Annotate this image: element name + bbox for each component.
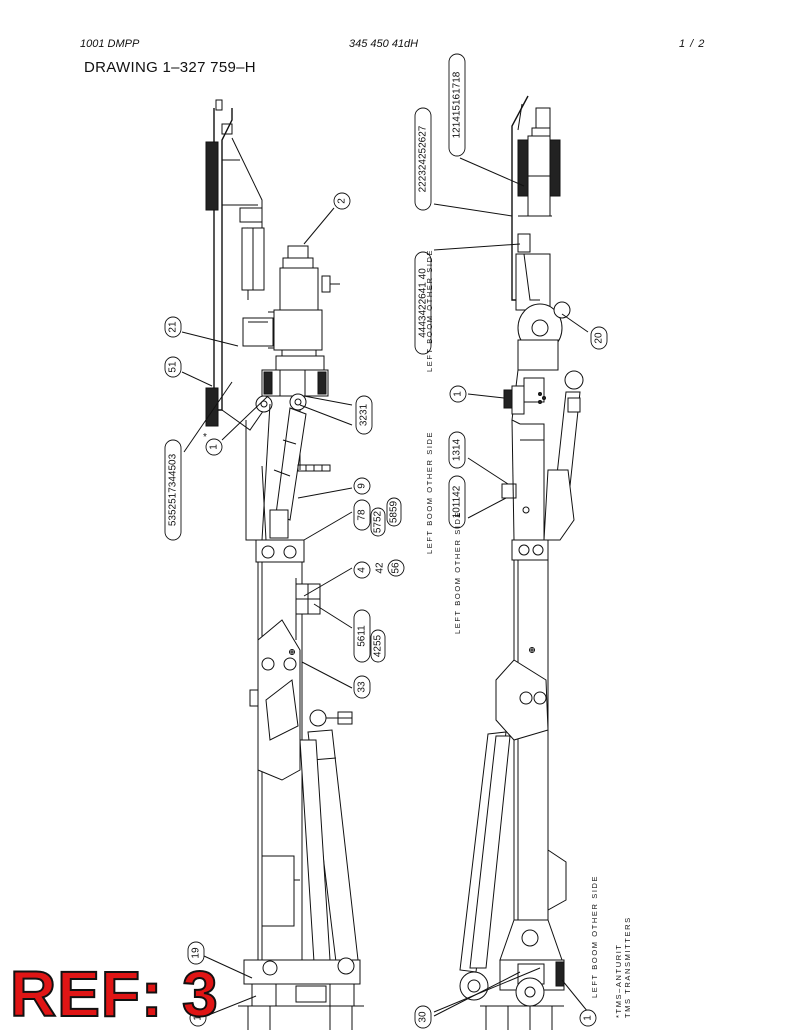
svg-text:51: 51	[168, 361, 179, 373]
svg-text:9: 9	[357, 483, 368, 489]
svg-text:1: 1	[453, 391, 464, 397]
callout-51: 51	[164, 356, 182, 378]
svg-text:5752: 5752	[373, 510, 384, 533]
note-tms-transmitters: TMS TRANSMITTERS	[623, 916, 632, 1018]
note-left-boom-c: LEFT BOOM OTHER SIDE	[453, 511, 462, 634]
svg-text:1: 1	[583, 1015, 594, 1021]
header-doc-code: 1001 DMPP	[80, 38, 140, 50]
star-mark-b: *	[184, 1002, 188, 1013]
svg-text:5859: 5859	[389, 500, 400, 523]
callout-4255: 4255	[370, 629, 386, 663]
svg-text:222324252627: 222324252627	[418, 125, 429, 192]
svg-text:5611: 5611	[357, 625, 368, 647]
left-boom-view	[181, 99, 364, 1030]
callout-42a: 42	[375, 562, 386, 574]
callout-10-11-42: 101142	[448, 475, 466, 529]
callout-1b: 1	[189, 1009, 207, 1027]
callout-1-right: 1	[449, 385, 467, 403]
svg-text:42: 42	[375, 562, 386, 574]
callout-21: 21	[164, 316, 182, 338]
svg-text:3231: 3231	[359, 403, 370, 426]
svg-text:2: 2	[337, 198, 348, 204]
note-left-boom-a: LEFT BOOM OTHER SIDE	[425, 249, 434, 372]
callout-58-59: 5859	[386, 497, 402, 527]
header-page-number: 1 / 2	[679, 38, 706, 50]
callout-56: 56	[387, 559, 405, 577]
callout-22-27: 222324252627	[414, 107, 432, 211]
note-tms-anturit: *TMS–ANTURIT	[614, 943, 623, 1018]
svg-text:78: 78	[357, 509, 368, 521]
svg-text:19: 19	[191, 947, 202, 959]
svg-text:1314: 1314	[452, 438, 463, 461]
callouts-left: 2 21 51 5352517344503 1 3231 9 78	[164, 192, 405, 1027]
svg-text:1: 1	[209, 444, 220, 450]
callout-32-31: 3231	[355, 395, 373, 435]
callout-group-a: 5352517344503	[164, 439, 182, 541]
svg-text:101142: 101142	[452, 485, 463, 518]
callout-57-52: 5752	[370, 507, 386, 537]
callout-9: 9	[353, 477, 371, 495]
callout-19: 19	[187, 941, 205, 965]
callouts-right: 121415161718 222324252627 4443422641 40 …	[414, 53, 608, 1029]
star-mark-a: *	[203, 432, 207, 443]
drawing-title: DRAWING 1–327 759–H	[84, 59, 256, 76]
svg-text:4: 4	[357, 567, 368, 573]
callout-13-14: 1314	[448, 431, 466, 469]
callout-33: 33	[353, 675, 371, 699]
svg-text:33: 33	[357, 681, 368, 693]
svg-text:5352517344503: 5352517344503	[168, 453, 179, 526]
svg-text:20: 20	[594, 332, 605, 344]
callout-1-right-b: 1	[579, 1009, 597, 1027]
note-left-boom-b: LEFT BOOM OTHER SIDE	[425, 431, 434, 554]
svg-text:4255: 4255	[373, 634, 384, 657]
callout-78: 78	[353, 499, 371, 531]
callout-44-40: 4443422641 40	[414, 251, 432, 355]
callout-2: 2	[333, 192, 351, 210]
callout-30: 30	[414, 1005, 432, 1029]
right-boom-view	[433, 95, 589, 1030]
callout-1a: 1	[205, 438, 223, 456]
svg-text:1: 1	[193, 1015, 204, 1021]
callout-12-18: 121415161718	[448, 53, 466, 157]
ref-label: REF: 3	[9, 958, 219, 1030]
svg-text:121415161718: 121415161718	[452, 71, 463, 138]
svg-text:4443422641 40: 4443422641 40	[418, 268, 429, 338]
callout-4: 4	[353, 561, 371, 579]
svg-text:56: 56	[391, 562, 402, 574]
header-part-number: 345 450 41dH	[349, 38, 419, 50]
note-left-boom-d: LEFT BOOM OTHER SIDE	[590, 875, 599, 998]
callout-5611: 5611	[353, 609, 371, 663]
svg-text:30: 30	[418, 1011, 429, 1023]
svg-text:21: 21	[168, 321, 179, 333]
callout-20: 20	[590, 326, 608, 350]
